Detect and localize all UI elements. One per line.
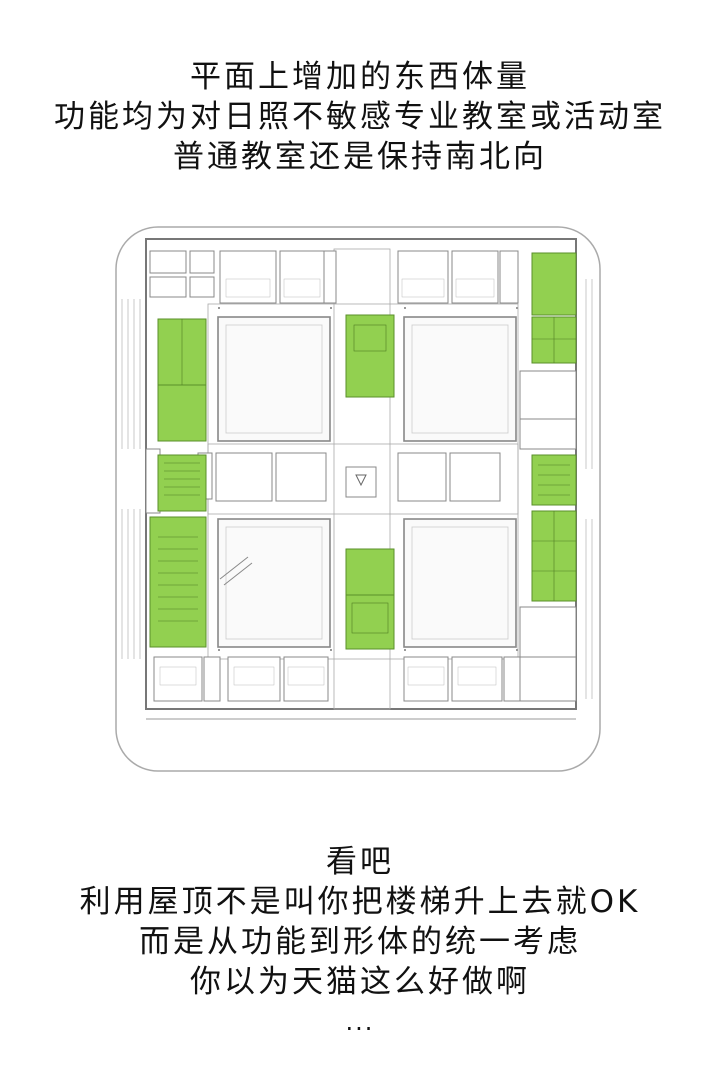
caption-line-7: 你以为天猫这么好做啊 xyxy=(190,964,530,1000)
caption-line-1: 平面上增加的东西体量 xyxy=(190,59,530,95)
green-room-left-lecture xyxy=(149,516,207,648)
top-caption: 平面上增加的东西体量 功能均为对日照不敏感专业教室或活动室 普通教室还是保持南北… xyxy=(0,57,720,177)
courtyards xyxy=(217,316,517,648)
left-parking xyxy=(121,299,141,659)
green-room-right-stair xyxy=(531,454,577,506)
central-stair-symbol xyxy=(355,474,367,487)
top-classrooms xyxy=(149,250,519,304)
caption-line-5: 利用屋顶不是叫你把楼梯升上去就OK xyxy=(79,884,641,920)
school-floor-plan xyxy=(115,226,601,772)
caption-line-3: 普通教室还是保持南北向 xyxy=(173,139,547,175)
caption-ellipsis: ... xyxy=(345,1008,375,1036)
classroom-desks xyxy=(225,278,495,298)
courtyard-inner-lines xyxy=(225,324,509,640)
bottom-caption: 看吧 利用屋顶不是叫你把楼梯升上去就OK 而是从功能到形体的统一考虑 你以为天猫… xyxy=(0,842,720,1042)
ramp xyxy=(219,556,253,586)
site-boundary xyxy=(115,226,601,772)
caption-line-2: 功能均为对日照不敏感专业教室或活动室 xyxy=(54,99,666,135)
green-room-center-bottom-a xyxy=(345,548,395,596)
caption-line-4: 看吧 xyxy=(326,844,394,880)
bottom-desks xyxy=(159,666,497,686)
middle-band-rooms xyxy=(215,452,501,502)
green-room-center-bottom-b xyxy=(345,594,395,650)
green-room-left-mid xyxy=(157,384,207,442)
central-stair xyxy=(345,466,377,498)
bottom-classrooms xyxy=(153,656,521,702)
right-parking xyxy=(585,279,593,699)
green-room-center-top xyxy=(345,314,395,398)
green-room-right-top xyxy=(531,252,577,316)
green-room-left-stair xyxy=(157,454,207,512)
green-room-details xyxy=(158,317,576,634)
structural-columns xyxy=(218,307,518,651)
caption-line-6: 而是从功能到形体的统一考虑 xyxy=(139,924,581,960)
right-column-rooms xyxy=(519,370,577,702)
